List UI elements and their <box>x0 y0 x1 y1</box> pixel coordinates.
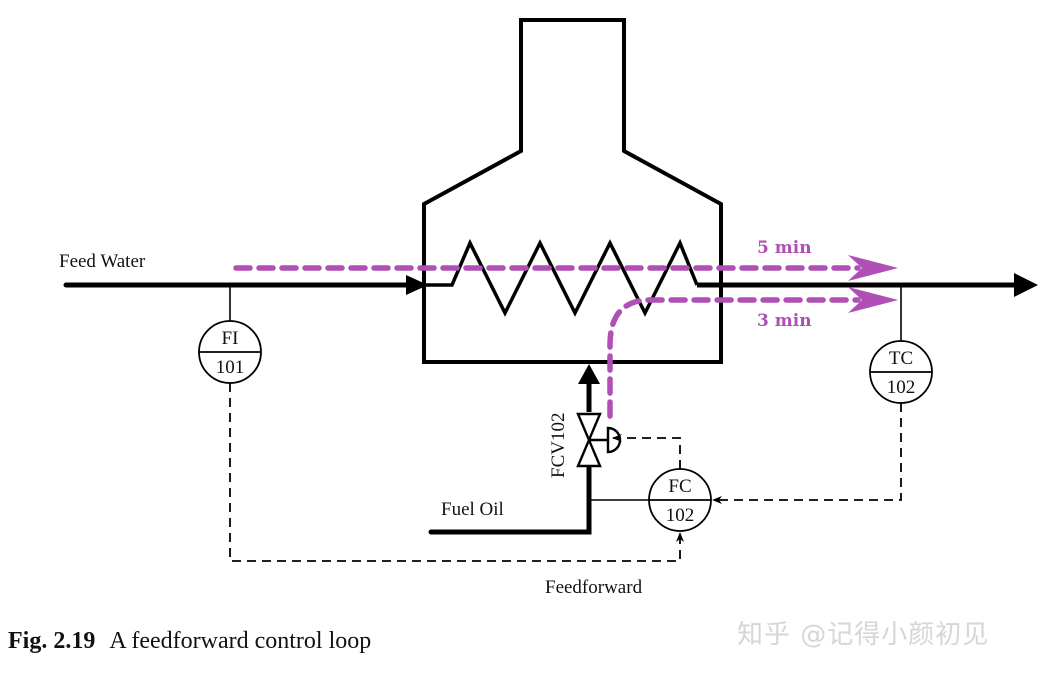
feed-water-delay-arrow-icon <box>848 255 898 281</box>
fi-number: 101 <box>216 357 245 378</box>
feed-water-label: Feed Water <box>59 251 146 272</box>
fuel-oil-pipe <box>428 465 592 535</box>
furnace-outline <box>422 18 723 364</box>
heating-coil <box>424 238 699 317</box>
outlet-arrow-icon <box>1014 273 1038 297</box>
tc-number: 102 <box>887 377 916 398</box>
watermark: 知乎 @记得小颜初见 <box>737 620 990 650</box>
tc-to-fc-signal <box>712 403 902 504</box>
fc-to-valve-signal <box>612 434 681 469</box>
fc-tag: FC <box>668 476 691 497</box>
tc-tag: TC <box>889 348 913 369</box>
tc-102-bubble[interactable]: TC 102 <box>869 340 933 404</box>
figure-caption: Fig. 2.19 A feedforward control loop <box>8 628 371 655</box>
fuel-delay-arrow-icon <box>848 287 898 313</box>
figure-number: Fig. 2.19 <box>8 628 96 654</box>
figure-caption-text: A feedforward control loop <box>109 628 372 654</box>
fi-tag: FI <box>222 328 239 349</box>
fi-101-bubble[interactable]: FI 101 <box>198 320 262 384</box>
fuel-arrow-icon <box>578 364 600 384</box>
feed-water-arrow-icon <box>406 275 428 295</box>
fc-number: 102 <box>666 505 695 526</box>
fcv102-label: FCV102 <box>548 413 569 478</box>
fcv102-valve[interactable] <box>576 412 622 468</box>
fuel-delay-path <box>607 297 861 419</box>
fuel-oil-label: Fuel Oil <box>441 499 504 520</box>
feedforward-label: Feedforward <box>545 577 643 598</box>
delay-3min-label: 3 min <box>757 311 812 331</box>
delay-5min-label: 5 min <box>757 238 812 258</box>
fc-102-bubble[interactable]: FC 102 <box>648 468 712 532</box>
